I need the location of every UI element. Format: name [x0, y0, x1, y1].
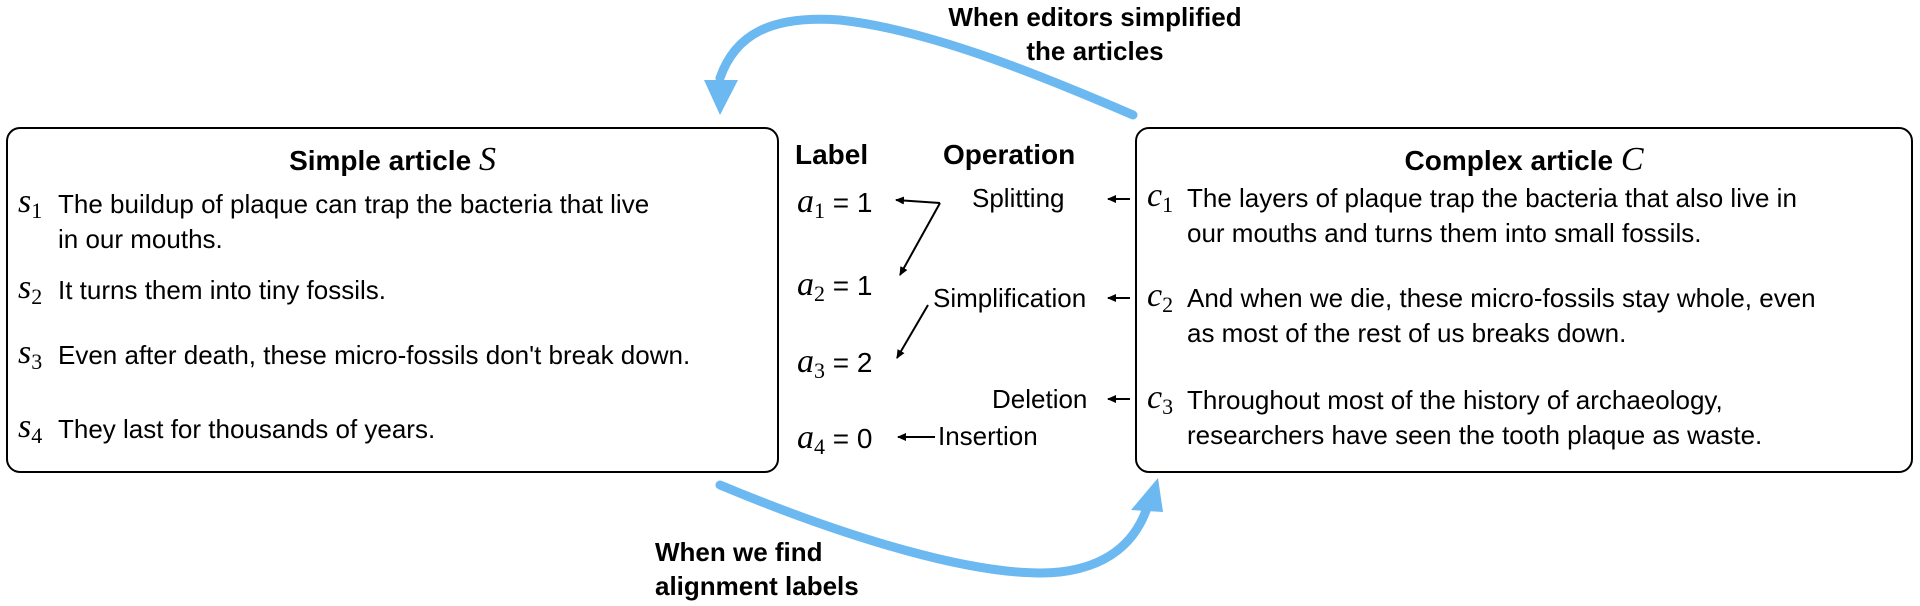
label-a3-value: = 2 [832, 347, 873, 378]
c2-line1: And when we die, these micro-fossils sta… [1187, 283, 1816, 313]
bottom-caption-line1: When we find [655, 537, 823, 567]
label-a2-value: = 1 [832, 270, 873, 301]
s1-line1: The buildup of plaque can trap the bacte… [58, 189, 650, 219]
op-deletion: Deletion [992, 384, 1088, 414]
top-caption-line1: When editors simplified [948, 2, 1242, 32]
simplification-to-a3-arrow [896, 304, 929, 359]
label-a1: a1 = 1 [797, 183, 873, 223]
splitting-to-a1-arrow [895, 196, 941, 205]
c1-var: c1 [1147, 177, 1174, 217]
c1-line1: The layers of plaque trap the bacteria t… [1187, 183, 1797, 213]
s4-line1: They last for thousands of years. [58, 414, 436, 444]
bottom-curved-arrow [715, 480, 1153, 578]
bottom-arrow-head [1131, 478, 1163, 512]
simple-article-symbol: S [478, 141, 496, 178]
s3-var: s3 [18, 334, 43, 374]
top-caption-line2: the articles [1026, 36, 1164, 66]
s1-line2: in our mouths. [58, 224, 223, 254]
s2-text: It turns them into tiny fossils. [58, 273, 386, 308]
simple-article-title-text: Simple article [289, 145, 472, 176]
s2-line1: It turns them into tiny fossils. [58, 275, 387, 305]
s4-var: s4 [18, 408, 43, 448]
c3-line2: researchers have seen the tooth plaque a… [1187, 420, 1763, 450]
s2-var: s2 [18, 269, 43, 309]
c2-var: c2 [1147, 277, 1174, 317]
top-curved-arrow [715, 14, 1138, 120]
label-a4: a4 = 0 [797, 419, 873, 459]
label-a2: a2 = 1 [797, 266, 873, 306]
s1-var: s1 [18, 183, 43, 223]
s3-line1: Even after death, these micro-fossils do… [58, 340, 691, 370]
label-a3: a3 = 2 [797, 343, 873, 383]
s4-text: They last for thousands of years. [58, 412, 435, 447]
splitting-to-a2-arrow [899, 202, 941, 276]
bottom-caption-line2: alignment labels [655, 571, 859, 601]
complex-article-box: Complex article C c1 The layers of plaqu… [1135, 127, 1913, 473]
c3-text: Throughout most of the history of archae… [1187, 383, 1762, 453]
s3-text: Even after death, these micro-fossils do… [58, 338, 690, 373]
complex-article-title: Complex article C [1137, 141, 1911, 179]
label-a4-value: = 0 [832, 423, 873, 454]
op-simplification: Simplification [933, 283, 1087, 313]
s1-text: The buildup of plaque can trap the bacte… [58, 187, 649, 257]
c1-text: The layers of plaque trap the bacteria t… [1187, 181, 1797, 251]
op-insertion: Insertion [938, 421, 1038, 451]
op-splitting: Splitting [972, 183, 1065, 213]
c3-line1: Throughout most of the history of archae… [1187, 385, 1723, 415]
simple-article-box: Simple article S s1 The buildup of plaqu… [6, 127, 779, 473]
operation-header: Operation [943, 139, 1076, 170]
bottom-caption: When we find alignment labels [655, 535, 859, 603]
label-header: Label [795, 139, 869, 170]
label-a1-value: = 1 [832, 187, 873, 218]
top-caption: When editors simplified the articles [930, 0, 1260, 68]
simple-article-title: Simple article S [8, 141, 777, 179]
c3-var: c3 [1147, 379, 1174, 419]
c2-text: And when we die, these micro-fossils sta… [1187, 281, 1816, 351]
c2-line2: as most of the rest of us breaks down. [1187, 318, 1627, 348]
complex-article-symbol: C [1620, 141, 1644, 178]
top-arrow-head [704, 80, 738, 115]
c1-line2: our mouths and turns them into small fos… [1187, 218, 1702, 248]
complex-article-title-text: Complex article [1404, 145, 1614, 176]
